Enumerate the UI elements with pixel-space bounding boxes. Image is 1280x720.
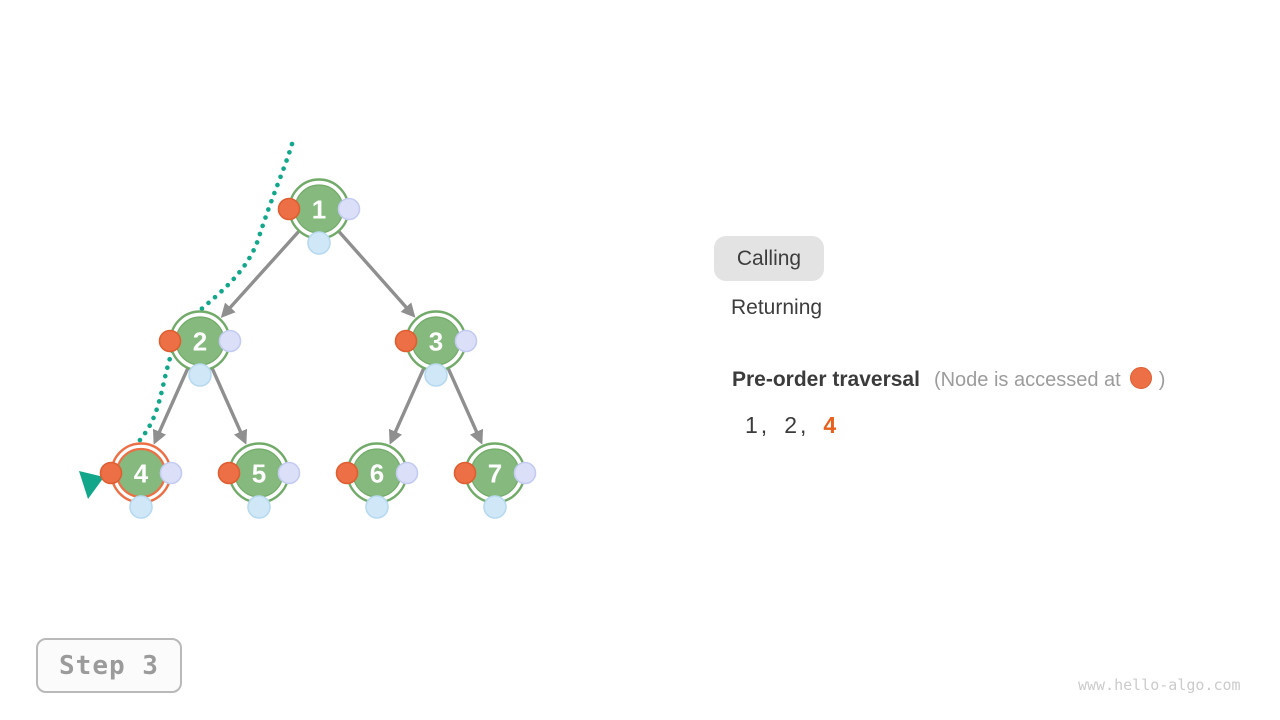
- bottom-dot-icon: [365, 495, 389, 519]
- tree-edge-2-5: [210, 367, 248, 445]
- bottom-dot-icon: [483, 495, 507, 519]
- state-calling-badge: Calling: [714, 236, 824, 281]
- state-returning-label: Returning: [731, 296, 823, 319]
- node-label: 6: [370, 458, 384, 488]
- access-dot-icon: [158, 329, 182, 353]
- sequence-separator: ,: [799, 412, 807, 438]
- sequence-item: 1: [745, 412, 758, 438]
- bottom-dot-icon: [129, 495, 153, 519]
- access-dot-icon: [335, 461, 359, 485]
- return-dot-icon: [454, 329, 478, 353]
- traversal-title: Pre-order traversal: [732, 368, 920, 391]
- tree-node-3: 3: [394, 310, 478, 387]
- watermark: www.hello-algo.com: [1078, 676, 1241, 694]
- access-dot-icon: [1129, 367, 1152, 389]
- tree-node-7: 7: [453, 442, 537, 519]
- tree-node-4: 4: [99, 442, 183, 519]
- bottom-dot-icon: [424, 363, 448, 387]
- node-label: 5: [252, 458, 266, 488]
- tree-node-6: 6: [335, 442, 419, 519]
- node-label: 7: [488, 458, 502, 488]
- step-indicator: Step 3: [36, 638, 182, 693]
- sequence-separator: ,: [760, 412, 768, 438]
- bottom-dot-icon: [307, 231, 331, 255]
- traversal-cursor-arrowhead: [79, 471, 104, 499]
- tree-edge-1-2: [220, 230, 301, 318]
- access-dot-icon: [394, 329, 418, 353]
- tree-node-5: 5: [217, 442, 301, 519]
- bottom-dot-icon: [188, 363, 212, 387]
- return-dot-icon: [395, 461, 419, 485]
- node-label: 4: [134, 458, 149, 488]
- tree-node-2: 2: [158, 310, 242, 387]
- traversal-sequence: 1,2,4: [745, 412, 836, 439]
- legend-note-prefix: (Node is accessed at: [933, 369, 1121, 391]
- access-dot-icon: [217, 461, 241, 485]
- legend-note-suffix: ): [1158, 369, 1166, 391]
- access-dot-icon: [99, 461, 123, 485]
- traversal-cursor-path: [104, 141, 295, 473]
- node-label: 3: [429, 326, 443, 356]
- tree-edge-3-6: [388, 367, 426, 445]
- tree-edge-2-4: [152, 367, 190, 445]
- legend-note: (Node is accessed at): [933, 367, 1166, 391]
- traversal-legend: Pre-order traversal (Node is accessed at): [732, 367, 1165, 392]
- return-dot-icon: [159, 461, 183, 485]
- return-dot-icon: [277, 461, 301, 485]
- tree-edge-1-3: [337, 230, 416, 318]
- return-dot-icon: [337, 197, 361, 221]
- bottom-dot-icon: [247, 495, 271, 519]
- access-dot-icon: [277, 197, 301, 221]
- access-dot-icon: [453, 461, 477, 485]
- tree-node-1: 1: [277, 178, 361, 255]
- sequence-item: 2: [784, 412, 797, 438]
- sequence-current-item: 4: [823, 412, 837, 438]
- node-label: 1: [312, 194, 326, 224]
- return-dot-icon: [218, 329, 242, 353]
- binary-tree-diagram: 1 2 3 4 5 6 7: [79, 141, 537, 519]
- tree-edge-3-7: [446, 367, 484, 445]
- node-label: 2: [193, 326, 207, 356]
- return-dot-icon: [513, 461, 537, 485]
